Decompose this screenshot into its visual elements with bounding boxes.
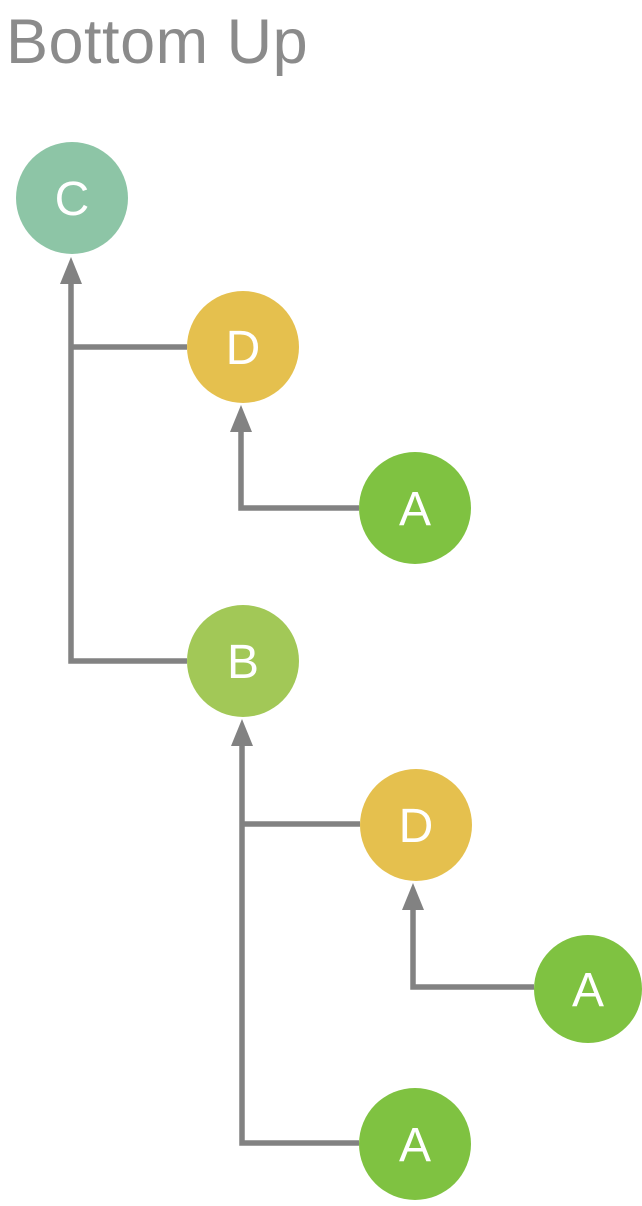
connector-trunk-D1-B-to-C [68,283,187,664]
node-circle-A2 [534,935,642,1043]
node-circle-D1 [187,291,299,403]
arrowhead-up-elbow-A1-to-D1 [230,405,252,432]
node-label-A1: A [399,483,431,536]
node-label-D1: D [226,322,261,375]
arrowhead-up-elbow-A2-to-D2 [402,883,424,910]
node-circle-C [16,142,128,254]
page-title: Bottom Up [6,7,309,77]
node-label-C: C [55,173,90,226]
connector-elbow-A1-to-D1 [238,430,359,511]
connector-trunk-D2-A3-to-B [239,744,359,1146]
node-label-A3: A [399,1119,431,1172]
node-circle-A3 [359,1088,471,1200]
arrowhead-up-trunk-D1-B-to-C [60,257,82,284]
node-circle-B [187,605,299,717]
connector-elbow-A2-to-D2 [410,908,534,990]
node-label-A2: A [572,964,604,1017]
node-label-D2: D [399,800,434,853]
node-label-B: B [227,636,259,689]
node-circle-D2 [360,769,472,881]
arrowhead-up-trunk-D2-A3-to-B [231,719,253,746]
node-circle-A1 [359,452,471,564]
